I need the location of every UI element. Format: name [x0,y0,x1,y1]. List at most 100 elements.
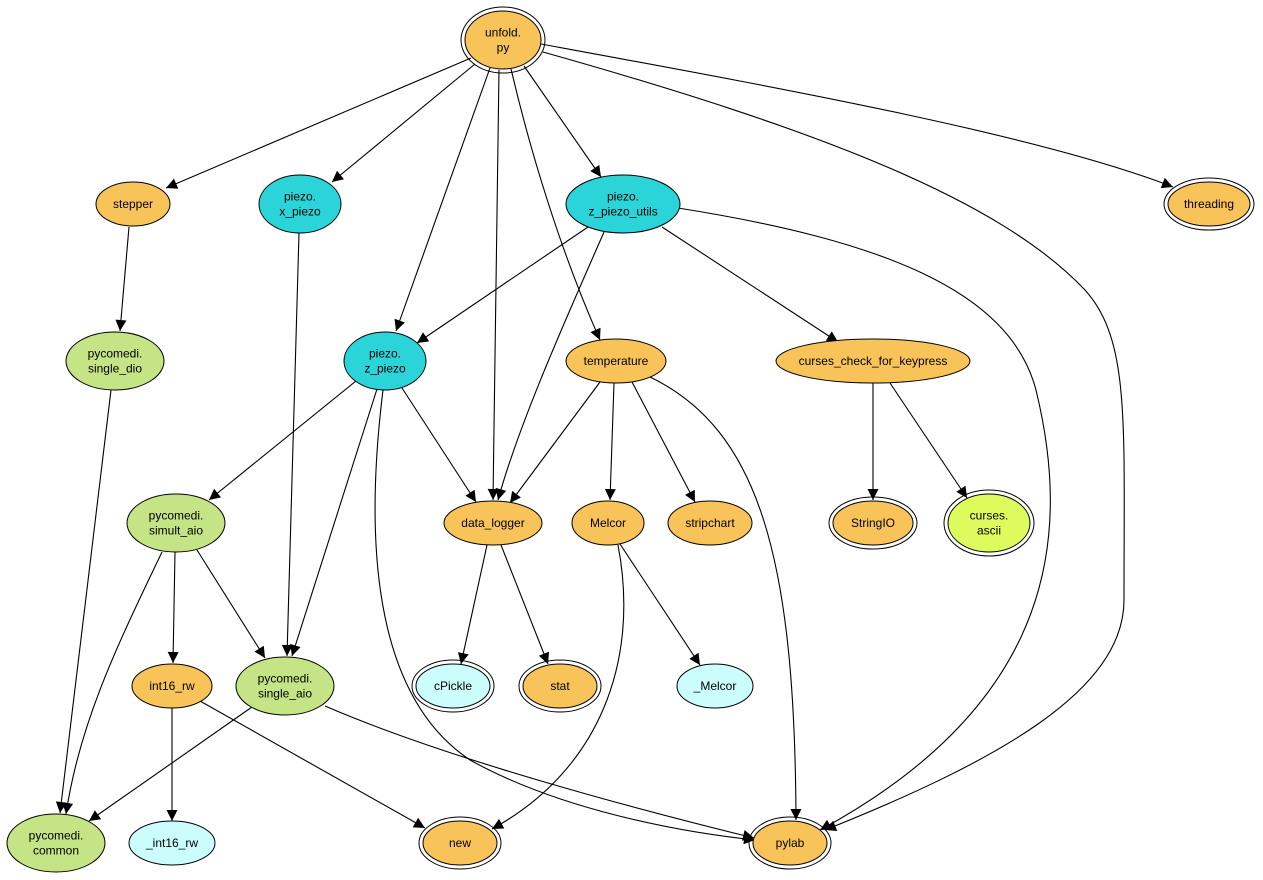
node-label: piezo. [284,190,316,204]
edge-data-logger-to-cpickle [457,544,488,665]
edge-temperature-to-data-logger [509,381,601,504]
node-label: pycomedi. [258,672,313,686]
node-outer-ring [411,659,495,713]
edge-melcor-to-new [491,544,625,830]
node-pylab: pylab [748,816,832,870]
edge-single-aio-to-pylab [324,705,755,841]
node-curses-ascii: curses.ascii [943,489,1035,557]
node-common: pycomedi.common [6,813,106,873]
node-label: pylab [776,836,805,850]
node-label: py [497,41,510,55]
node-stat: stat [518,659,602,713]
edge-melcor-to-melcor [619,543,701,666]
node-ellipse [947,493,1031,553]
node-ellipse [676,663,754,709]
node-label: StringIO [851,516,895,530]
node-label: cPickle [434,679,472,693]
node-ellipse [667,500,753,546]
node-cpickle: cPickle [411,659,495,713]
node-label: curses_check_for_keypress [799,354,948,368]
edges-layer [55,43,1174,845]
node-ellipse [126,493,226,553]
edge-unfold-to-threading [540,43,1174,189]
node-ellipse [752,820,828,866]
node-label: ascii [977,524,1001,538]
node-single-aio: pycomedi.single_aio [235,656,335,716]
edge-int16-rw-to-new [199,700,426,829]
edge-z-piezo-to-data-logger [401,387,477,503]
edge-unfold-to-temperature [510,68,601,341]
edge-simult-aio-to-common [62,551,163,815]
edge-z-piezo-utils-to-data-logger [495,231,605,501]
node-label: pycomedi. [88,347,143,361]
node-outer-ring [460,6,546,74]
edge-unfold-to-stepper [165,57,472,189]
node-ellipse [565,174,681,234]
edge-curses-check-to-curses-ascii [889,382,968,499]
node-new: new [418,816,502,870]
node-label: z_piezo [364,362,406,376]
node-outer-ring [748,816,832,870]
edge-z-piezo-utils-to-pylab [677,207,1051,831]
edge-unfold-to-data-logger [487,69,500,501]
node-ellipse [128,820,216,866]
node-ellipse [422,820,498,866]
node-label: stat [550,679,570,693]
node-label: piezo. [607,190,639,204]
node-stringio: StringIO [828,496,918,550]
node-label: single_dio [88,362,142,376]
node-outer-ring [943,489,1035,557]
node-outer-ring [518,659,602,713]
node-ellipse [522,663,598,709]
node-label: _int16_rw [145,836,198,850]
node-temperature: temperature [565,338,667,384]
node-single-dio: pycomedi.single_dio [65,331,165,391]
node-label: stripchart [685,516,735,530]
edge-x-piezo-to-single-aio [281,232,300,657]
node-label: common [33,844,79,858]
node-stripchart: stripchart [667,500,753,546]
edge-z-piezo-to-single-aio [290,388,378,657]
node-ellipse [571,500,645,546]
node-ellipse [1167,181,1251,227]
node-label: threading [1184,197,1234,211]
node-outer-ring [418,816,502,870]
node-threading: threading [1163,177,1255,231]
node-label: z_piezo_utils [588,205,657,219]
edge-single-aio-to-common [88,706,253,822]
edge-single-dio-to-common [55,389,112,814]
edge-temperature-to-melcor [604,382,616,501]
node-ellipse [131,663,213,709]
edge-z-piezo-to-simult-aio [208,380,357,501]
node-ellipse [464,10,542,70]
node-label: simult_aio [149,524,203,538]
node-label: data_logger [461,516,524,530]
node-ellipse [258,174,342,234]
node-ellipse [415,663,491,709]
node-int16-rw: _int16_rw [128,820,216,866]
node-label: pycomedi. [29,829,84,843]
node-label: pycomedi. [149,509,204,523]
node-ellipse [832,500,914,546]
edge-unfold-to-x-piezo [331,63,476,183]
node-label: piezo. [369,347,401,361]
node-label: new [449,836,471,850]
edge-unfold-to-z-piezo [394,67,491,332]
node-ellipse [235,656,335,716]
node-curses-check: curses_check_for_keypress [775,338,971,384]
edge-unfold-to-z-piezo-utils [523,65,602,178]
node-data-logger: data_logger [443,500,543,546]
node-melcor: _Melcor [676,663,754,709]
edge-unfold-to-pylab [542,51,1125,832]
node-label: int16_rw [149,679,195,693]
node-label: stepper [113,197,153,211]
node-ellipse [775,338,971,384]
node-ellipse [343,331,427,391]
node-outer-ring [1163,177,1255,231]
node-ellipse [95,181,171,227]
node-z-piezo: piezo.z_piezo [343,331,427,391]
node-outer-ring [828,496,918,550]
node-x-piezo: piezo.x_piezo [258,174,342,234]
node-label: single_aio [258,687,312,701]
